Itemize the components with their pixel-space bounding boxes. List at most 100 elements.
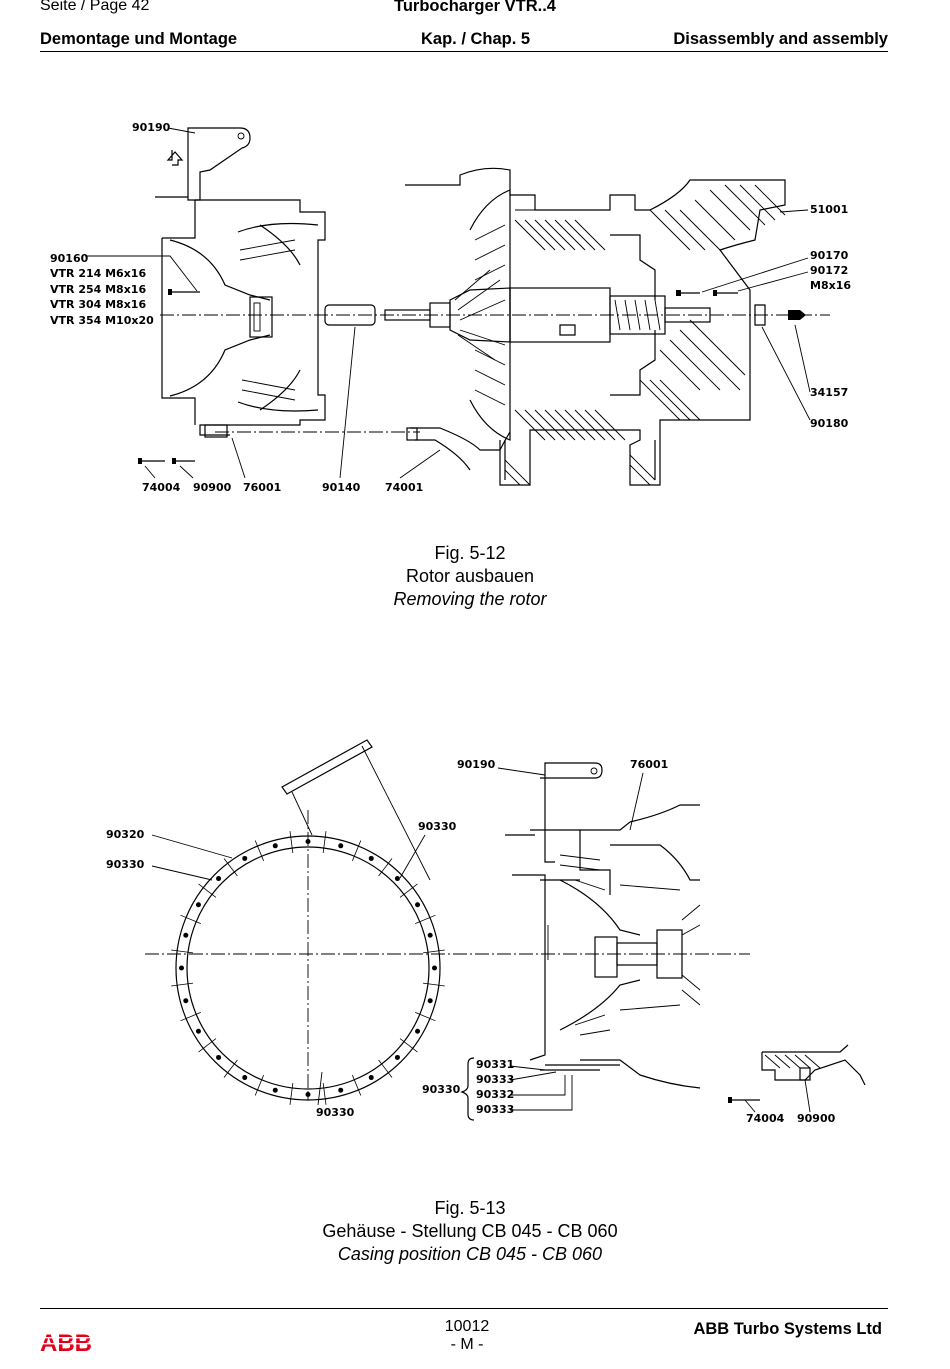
label-m8x16: M8x16 xyxy=(810,279,851,292)
label-90333-b: 90333 xyxy=(476,1103,514,1116)
ring-bolt-hole xyxy=(368,855,374,861)
figure2-number: Fig. 5-13 xyxy=(434,1198,506,1218)
ring-tick xyxy=(415,914,436,924)
label-90900: 90900 xyxy=(193,481,232,494)
ring-tick xyxy=(399,1038,418,1053)
ring-tick xyxy=(171,949,194,954)
ring-tick xyxy=(422,949,445,954)
label-76001: 76001 xyxy=(243,481,281,494)
label-90190: 90190 xyxy=(457,758,496,771)
label-90330-bottom: 90330 xyxy=(316,1106,355,1119)
ring-bolt-hole xyxy=(195,1028,201,1034)
doc-number-block: 10012 - M - xyxy=(0,1318,934,1354)
ring-tick xyxy=(180,1012,201,1022)
ring-tick xyxy=(352,1075,362,1096)
svg-text:ABB: ABB xyxy=(40,1330,92,1354)
ring-tick xyxy=(399,883,418,898)
ring-bolt-hole xyxy=(427,932,433,938)
figure1-caption: Fig. 5-12 Rotor ausbauen Removing the ro… xyxy=(0,542,940,611)
ring-bolt-hole xyxy=(394,1054,400,1060)
label-90333-a: 90333 xyxy=(476,1073,514,1086)
figure2-caption-de: Gehäuse - Stellung CB 045 - CB 060 xyxy=(322,1221,618,1241)
label-90320: 90320 xyxy=(106,828,145,841)
ring-tick xyxy=(254,840,264,861)
ring-bolt-hole xyxy=(305,839,311,844)
ring-tick xyxy=(322,1082,327,1105)
ring-tick xyxy=(223,858,238,877)
ring-tick xyxy=(352,840,362,861)
ring-bolt-hole xyxy=(272,843,278,849)
section-title-en: Disassembly and assembly xyxy=(673,30,888,48)
ring-bolt-hole xyxy=(427,998,433,1004)
ring-bolt-hole xyxy=(368,1075,374,1081)
ring-tick xyxy=(415,1012,436,1022)
label-90331: 90331 xyxy=(476,1058,514,1071)
label-vtr304: VTR 304 M8x16 xyxy=(50,298,146,311)
label-34157: 34157 xyxy=(810,386,848,399)
company-name: ABB Turbo Systems Ltd xyxy=(693,1320,882,1338)
ring-bolt-hole xyxy=(338,843,344,849)
figure2-caption-en: Casing position CB 045 - CB 060 xyxy=(337,1244,603,1264)
label-76001: 76001 xyxy=(630,758,668,771)
ring-tick xyxy=(180,914,201,924)
ring-bolt-hole xyxy=(415,902,421,908)
ring-bolt-hole xyxy=(179,965,184,971)
ring-bolt-hole xyxy=(183,998,189,1004)
ring-tick xyxy=(378,1059,393,1078)
label-90172: 90172 xyxy=(810,264,848,277)
ring-tick xyxy=(378,858,393,877)
figure1-caption-en: Removing the rotor xyxy=(393,589,547,609)
label-vtr354: VTR 354 M10x20 xyxy=(50,314,154,327)
page-label: Seite / Page 42 xyxy=(40,0,150,14)
label-90160: 90160 xyxy=(50,252,89,265)
ring-bolt-hole xyxy=(305,1092,311,1097)
ring-tick xyxy=(198,1038,217,1053)
figure1-caption-de: Rotor ausbauen xyxy=(405,566,535,586)
revision: - M - xyxy=(450,1336,484,1353)
figure1-number: Fig. 5-12 xyxy=(434,543,506,563)
ring-tick xyxy=(254,1075,264,1096)
ring-tick xyxy=(289,1082,294,1105)
ring-bolt-hole xyxy=(242,855,248,861)
label-90330-top: 90330 xyxy=(418,820,457,833)
label-90140: 90140 xyxy=(322,481,361,494)
abb-logo: ABB xyxy=(40,1330,102,1354)
ring-tick xyxy=(322,831,327,854)
footer-rule xyxy=(40,1308,888,1309)
label-90180: 90180 xyxy=(810,417,849,430)
ring-tick xyxy=(422,982,445,987)
label-74001: 74001 xyxy=(385,481,423,494)
chapter-label: Kap. / Chap. 5 xyxy=(421,30,531,48)
ring-bolt-hole xyxy=(195,902,201,908)
figure2-caption: Fig. 5-13 Gehäuse - Stellung CB 045 - CB… xyxy=(0,1197,940,1266)
label-74004: 74004 xyxy=(746,1112,785,1125)
label-vtr214: VTR 214 M6x16 xyxy=(50,267,146,280)
label-90330-group: 90330 xyxy=(422,1083,461,1096)
ring-bolt-hole xyxy=(216,876,222,882)
header-rule xyxy=(40,51,888,52)
ring-bolt-hole xyxy=(216,1054,222,1060)
label-90170: 90170 xyxy=(810,249,849,262)
ring-bolt-hole xyxy=(242,1075,248,1081)
label-74004: 74004 xyxy=(142,481,181,494)
ring-bolt-hole xyxy=(272,1087,278,1093)
ring-tick xyxy=(171,982,194,987)
label-90330-left: 90330 xyxy=(106,858,145,871)
label-90900: 90900 xyxy=(797,1112,836,1125)
ring-bolt-hole xyxy=(415,1028,421,1034)
figure-rotor-removal: 90190 90160 VTR 214 M6x16 VTR 254 M8x16 … xyxy=(50,121,851,494)
ring-tick xyxy=(289,831,294,854)
label-90190: 90190 xyxy=(132,121,171,134)
ring-tick xyxy=(198,883,217,898)
product-title: Turbocharger VTR..4 xyxy=(394,0,556,15)
ring-bolt-hole xyxy=(183,932,189,938)
label-90332: 90332 xyxy=(476,1088,514,1101)
figure-casing-position: 90320 90330 90330 90330 90330 90190 7600… xyxy=(106,739,866,1125)
ring-bolt-hole xyxy=(394,876,400,882)
section-title-de: Demontage und Montage xyxy=(40,30,238,48)
ring-bolt-hole xyxy=(338,1087,344,1093)
ring-bolt-hole xyxy=(432,965,437,971)
label-51001: 51001 xyxy=(810,203,848,216)
doc-number: 10012 xyxy=(444,1318,490,1335)
label-vtr254: VTR 254 M8x16 xyxy=(50,283,146,296)
